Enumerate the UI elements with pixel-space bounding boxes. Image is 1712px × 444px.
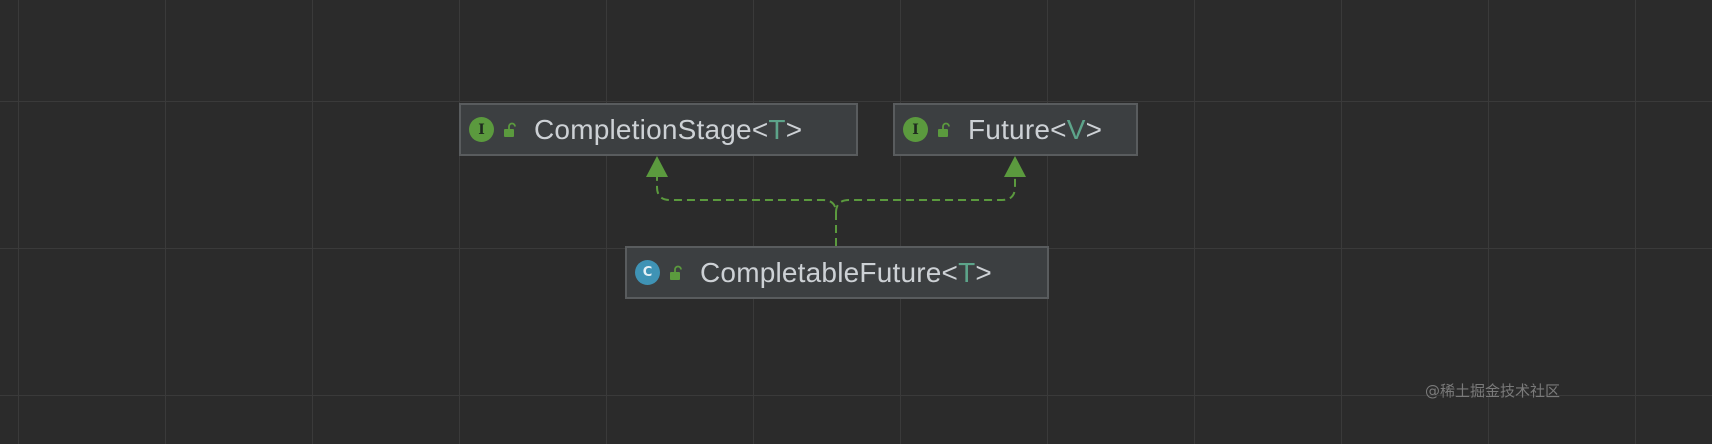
type-parameter: T (768, 113, 786, 145)
arrowhead-completionstage (646, 156, 668, 177)
edge-completablefuture-to-future (835, 176, 1016, 214)
unlocked-padlock-icon (938, 122, 950, 137)
inheritance-edges (646, 156, 1026, 246)
arrowhead-future (1004, 156, 1026, 177)
node-completionstage[interactable]: I CompletionStage<T> (459, 103, 858, 156)
interface-icon: I (469, 117, 494, 142)
class-icon: C (635, 260, 660, 285)
node-title: CompletionStage<T> (534, 113, 803, 145)
type-parameter: V (1066, 113, 1086, 145)
node-future[interactable]: I Future<V> (893, 103, 1138, 156)
node-completablefuture[interactable]: C CompletableFuture<T> (625, 246, 1049, 299)
type-parameter: T (958, 256, 976, 288)
interface-icon: I (903, 117, 928, 142)
watermark: @稀土掘金技术社区 (1424, 382, 1560, 400)
unlocked-padlock-icon (504, 122, 516, 137)
unlocked-padlock-icon (670, 265, 682, 280)
edge-completablefuture-to-completionstage (656, 176, 837, 246)
node-title: Future<V> (968, 113, 1103, 145)
node-title: CompletableFuture<T> (700, 256, 992, 288)
